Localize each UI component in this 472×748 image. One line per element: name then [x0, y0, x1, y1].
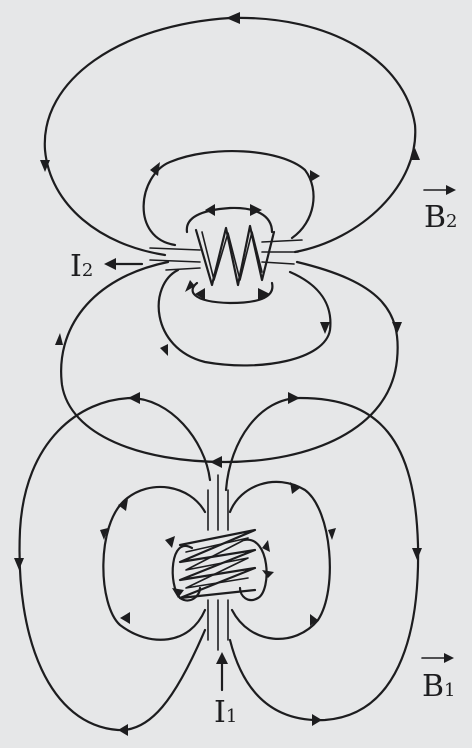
upper-small-loop-bottom	[191, 281, 274, 305]
arrow-head	[40, 160, 50, 172]
label-b2-subscript: 2	[446, 211, 458, 232]
linking-loop	[60, 260, 399, 464]
label-i2: I2	[70, 252, 93, 282]
upper-wire-left-b	[149, 259, 201, 263]
arrow-head	[310, 170, 320, 182]
label-i1-subscript: 1	[225, 706, 238, 727]
arrow-head	[120, 612, 130, 624]
upper-small-loop-top	[185, 206, 274, 234]
upper-middle-loop	[142, 150, 315, 247]
arrow-head	[172, 588, 184, 598]
arrow-head	[328, 528, 336, 540]
arrow-head	[100, 528, 108, 540]
arrow-head	[312, 714, 322, 726]
arrow-head	[412, 548, 422, 560]
arrow-head	[14, 558, 24, 570]
label-b1: B1	[422, 672, 456, 702]
label-b2-letter: B	[424, 200, 447, 235]
lower-inner-loop-right	[238, 538, 268, 602]
lower-field-system	[18, 396, 420, 732]
arrow-head	[55, 333, 63, 345]
arrow-head	[392, 322, 402, 334]
label-i1: I1	[214, 698, 237, 728]
arrow-head	[128, 392, 140, 404]
lower-coil	[178, 528, 257, 600]
arrow-head	[160, 344, 168, 356]
arrow-head	[150, 162, 160, 176]
upper-outer-loop	[43, 16, 417, 257]
label-b2: B2	[424, 203, 458, 233]
arrow-head	[410, 148, 420, 160]
b2-vector-arrow	[423, 185, 456, 195]
upper-wire-left-c	[165, 267, 201, 271]
upper-arrows	[40, 12, 420, 468]
arrow-head	[288, 392, 300, 404]
lower-left-middle-loop	[102, 485, 207, 641]
upper-coil-inner	[201, 231, 263, 281]
label-i2-subscript: 2	[81, 260, 94, 281]
upper-coil	[194, 224, 276, 287]
arrow-head	[320, 322, 330, 334]
arrow-head	[258, 288, 270, 300]
lower-left-outer-loop	[18, 396, 212, 732]
arrow-head	[262, 570, 274, 578]
lower-coil-inner	[185, 537, 249, 589]
i2-current-arrow	[104, 258, 144, 270]
label-i2-letter: I	[70, 249, 82, 284]
upper-wire-left-a	[149, 247, 201, 251]
lower-arrows	[14, 392, 422, 736]
b1-vector-arrow	[421, 653, 454, 663]
arrow-head	[210, 456, 222, 468]
upper-wire-right-a	[261, 239, 303, 243]
label-b1-subscript: 1	[444, 680, 456, 701]
arrow-head	[118, 724, 128, 736]
arrow-head	[290, 482, 300, 494]
arrow-head	[262, 540, 270, 552]
arrow-head	[165, 536, 175, 548]
arrow-head	[250, 204, 262, 216]
label-b1-letter: B	[422, 669, 445, 704]
arrow-head	[226, 12, 240, 24]
lower-right-outer-loop	[224, 396, 420, 722]
arrow-head	[118, 499, 128, 511]
label-i1-letter: I	[214, 695, 226, 730]
upper-field-system	[43, 16, 417, 464]
upper-lower-loop	[157, 268, 332, 367]
arrow-head	[185, 280, 195, 292]
arrow-head	[195, 288, 205, 300]
arrow-head	[310, 614, 318, 626]
arrow-head	[205, 204, 215, 216]
i1-current-arrow	[216, 652, 228, 692]
lower-right-middle-loop	[228, 480, 331, 640]
